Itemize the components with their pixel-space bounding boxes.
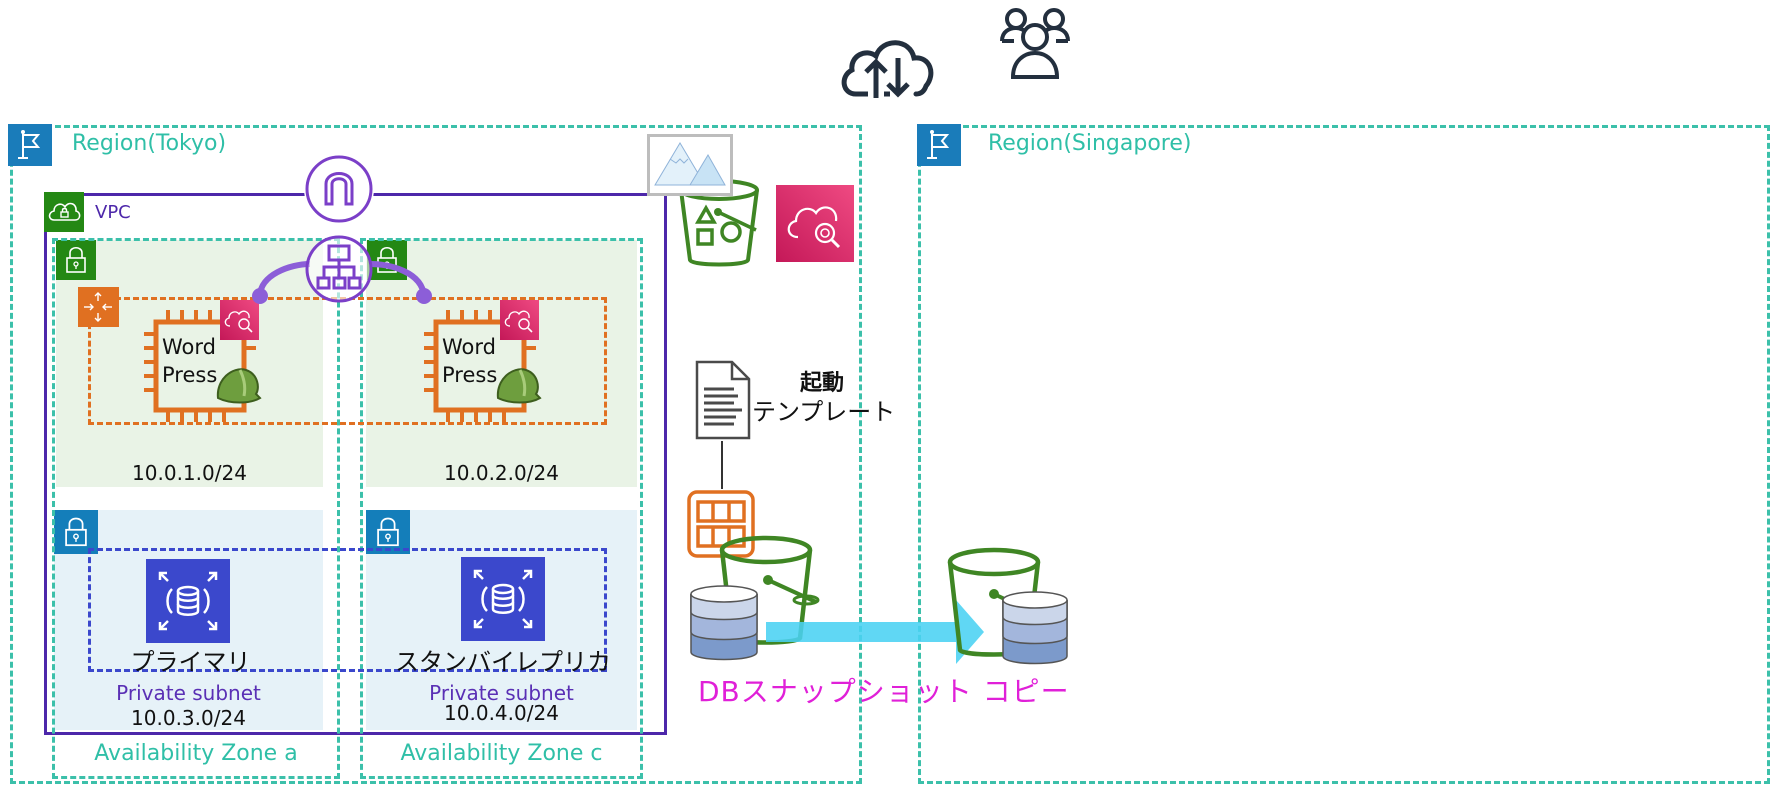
- availability-zone-c-label: Availability Zone c: [400, 741, 603, 766]
- ec2-label-line2: Press: [162, 363, 218, 387]
- db-snapshot-copy-icon: [1000, 590, 1070, 668]
- ec2-label-line1: Word: [442, 335, 496, 359]
- private-subnet-lock-icon: [366, 510, 410, 554]
- rds-primary-label: プライマリ: [130, 648, 251, 676]
- launch-template-document-icon: [694, 359, 752, 441]
- image-thumbnail-icon: [647, 134, 733, 196]
- ec2-label-a: Word Press: [162, 333, 217, 389]
- cloudwatch-icon: [776, 185, 854, 262]
- alb-connection-lines: [240, 250, 440, 310]
- internet-gateway-icon: [304, 154, 374, 224]
- launch-template-label-line2: テンプレート: [752, 398, 896, 426]
- vpc-cloud-lock-icon: [44, 192, 84, 232]
- ec2-label-line1: Word: [162, 335, 216, 359]
- hard-hat-icon: [214, 364, 262, 406]
- snapshot-copy-label: DBスナップショット コピー: [698, 675, 1070, 708]
- s3-bucket-icon: [676, 178, 762, 268]
- region-flag-icon: [917, 124, 961, 166]
- private-subnet-c-label: Private subnet: [429, 681, 574, 705]
- region-tokyo: [10, 125, 862, 784]
- availability-zone-a-label: Availability Zone a: [94, 741, 298, 766]
- region-flag-icon: [8, 124, 52, 166]
- ec2-label-c: Word Press: [442, 333, 497, 389]
- availability-zone-c: [360, 238, 643, 779]
- vpc-label: VPC: [95, 202, 131, 223]
- users-group-icon: [998, 5, 1072, 79]
- auto-scaling-icon: [78, 287, 119, 327]
- ec2-instance-c: [422, 308, 538, 424]
- rds-standby-icon: [461, 557, 545, 641]
- ec2-instance-a: [142, 308, 258, 424]
- region-tokyo-label: Region(Tokyo): [72, 131, 227, 156]
- rds-standby-label: スタンバイレプリカ: [395, 648, 611, 676]
- availability-zone-a: [52, 238, 340, 779]
- public-subnet-lock-icon: [367, 240, 407, 280]
- db-snapshot-icon: [688, 584, 760, 664]
- public-subnet-c: [366, 240, 637, 487]
- public-subnet-a-cidr: 10.0.1.0/24: [132, 461, 247, 485]
- ec2-label-line2: Press: [442, 363, 498, 387]
- cloudwatch-icon: [500, 300, 539, 340]
- region-singapore-label: Region(Singapore): [988, 131, 1192, 156]
- launch-template-label-line1: 起動: [800, 371, 845, 396]
- rds-primary-icon: [146, 559, 230, 643]
- private-subnet-lock-icon: [54, 510, 98, 554]
- cloudwatch-icon: [220, 300, 259, 340]
- snapshot-copy-arrow: [766, 598, 986, 668]
- internet-cloud-icon: [838, 32, 936, 102]
- private-subnet-a-cidr: 10.0.3.0/24: [131, 706, 246, 730]
- hard-hat-icon: [494, 364, 542, 406]
- private-subnet-c-cidr: 10.0.4.0/24: [444, 701, 559, 725]
- rds-multi-az-group: [88, 548, 607, 672]
- private-subnet-a-label: Private subnet: [116, 681, 261, 705]
- public-subnet-c-cidr: 10.0.2.0/24: [444, 461, 559, 485]
- public-subnet-lock-icon: [56, 240, 96, 280]
- region-singapore: [918, 125, 1770, 784]
- connector-line: [721, 441, 723, 489]
- application-load-balancer-icon: [304, 234, 374, 304]
- public-subnet-a: [56, 240, 323, 487]
